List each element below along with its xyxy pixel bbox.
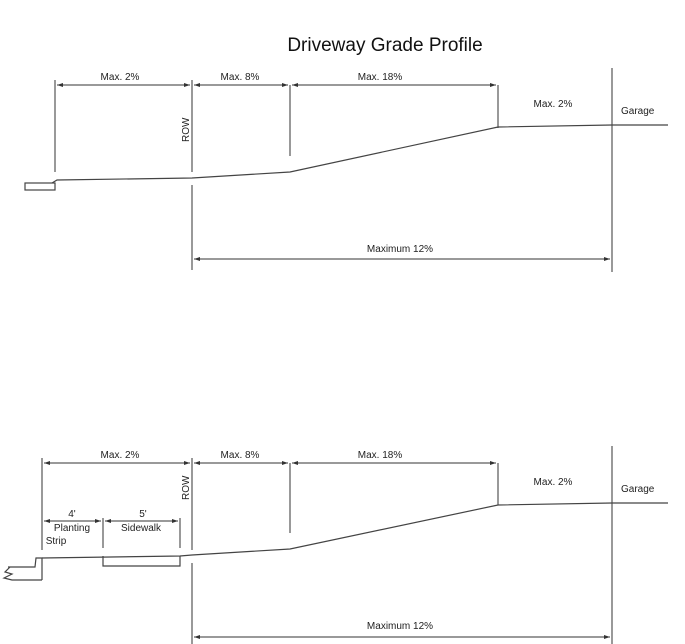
break-symbol xyxy=(2,566,42,581)
ground-profile xyxy=(51,124,668,184)
sidewalk-slab xyxy=(102,556,181,567)
garage-label: Garage xyxy=(621,484,655,495)
curb xyxy=(24,182,56,191)
segment-label: Max. 2% xyxy=(534,477,573,488)
segment-label: Max. 2% xyxy=(101,450,140,461)
bottom-profile: Max. 2% Max. 8% Max. 18% Max. 2% Garage … xyxy=(2,446,668,644)
garage-label: Garage xyxy=(621,106,655,117)
segment-label: Max. 18% xyxy=(358,72,403,83)
row-label: ROW xyxy=(181,475,192,500)
planting-strip-label: Strip xyxy=(46,536,67,547)
sidewalk-width: 5' xyxy=(139,509,147,520)
top-profile: Max. 2% Max. 8% Max. 18% Max. 2% Garage … xyxy=(24,68,668,272)
diagram-title: Driveway Grade Profile xyxy=(287,35,482,56)
planting-strip-width: 4' xyxy=(68,509,76,520)
ground-profile xyxy=(41,502,668,559)
segment-label: Max. 2% xyxy=(101,72,140,83)
planting-strip-label: Planting xyxy=(54,523,90,534)
sidewalk-label: Sidewalk xyxy=(121,523,162,534)
segment-label: Max. 8% xyxy=(221,450,260,461)
segment-label: Max. 2% xyxy=(534,99,573,110)
segment-label: Max. 8% xyxy=(221,72,260,83)
overall-label: Maximum 12% xyxy=(367,244,433,255)
overall-label: Maximum 12% xyxy=(367,621,433,632)
segment-label: Max. 18% xyxy=(358,450,403,461)
curb xyxy=(8,557,43,580)
row-label: ROW xyxy=(181,117,192,142)
